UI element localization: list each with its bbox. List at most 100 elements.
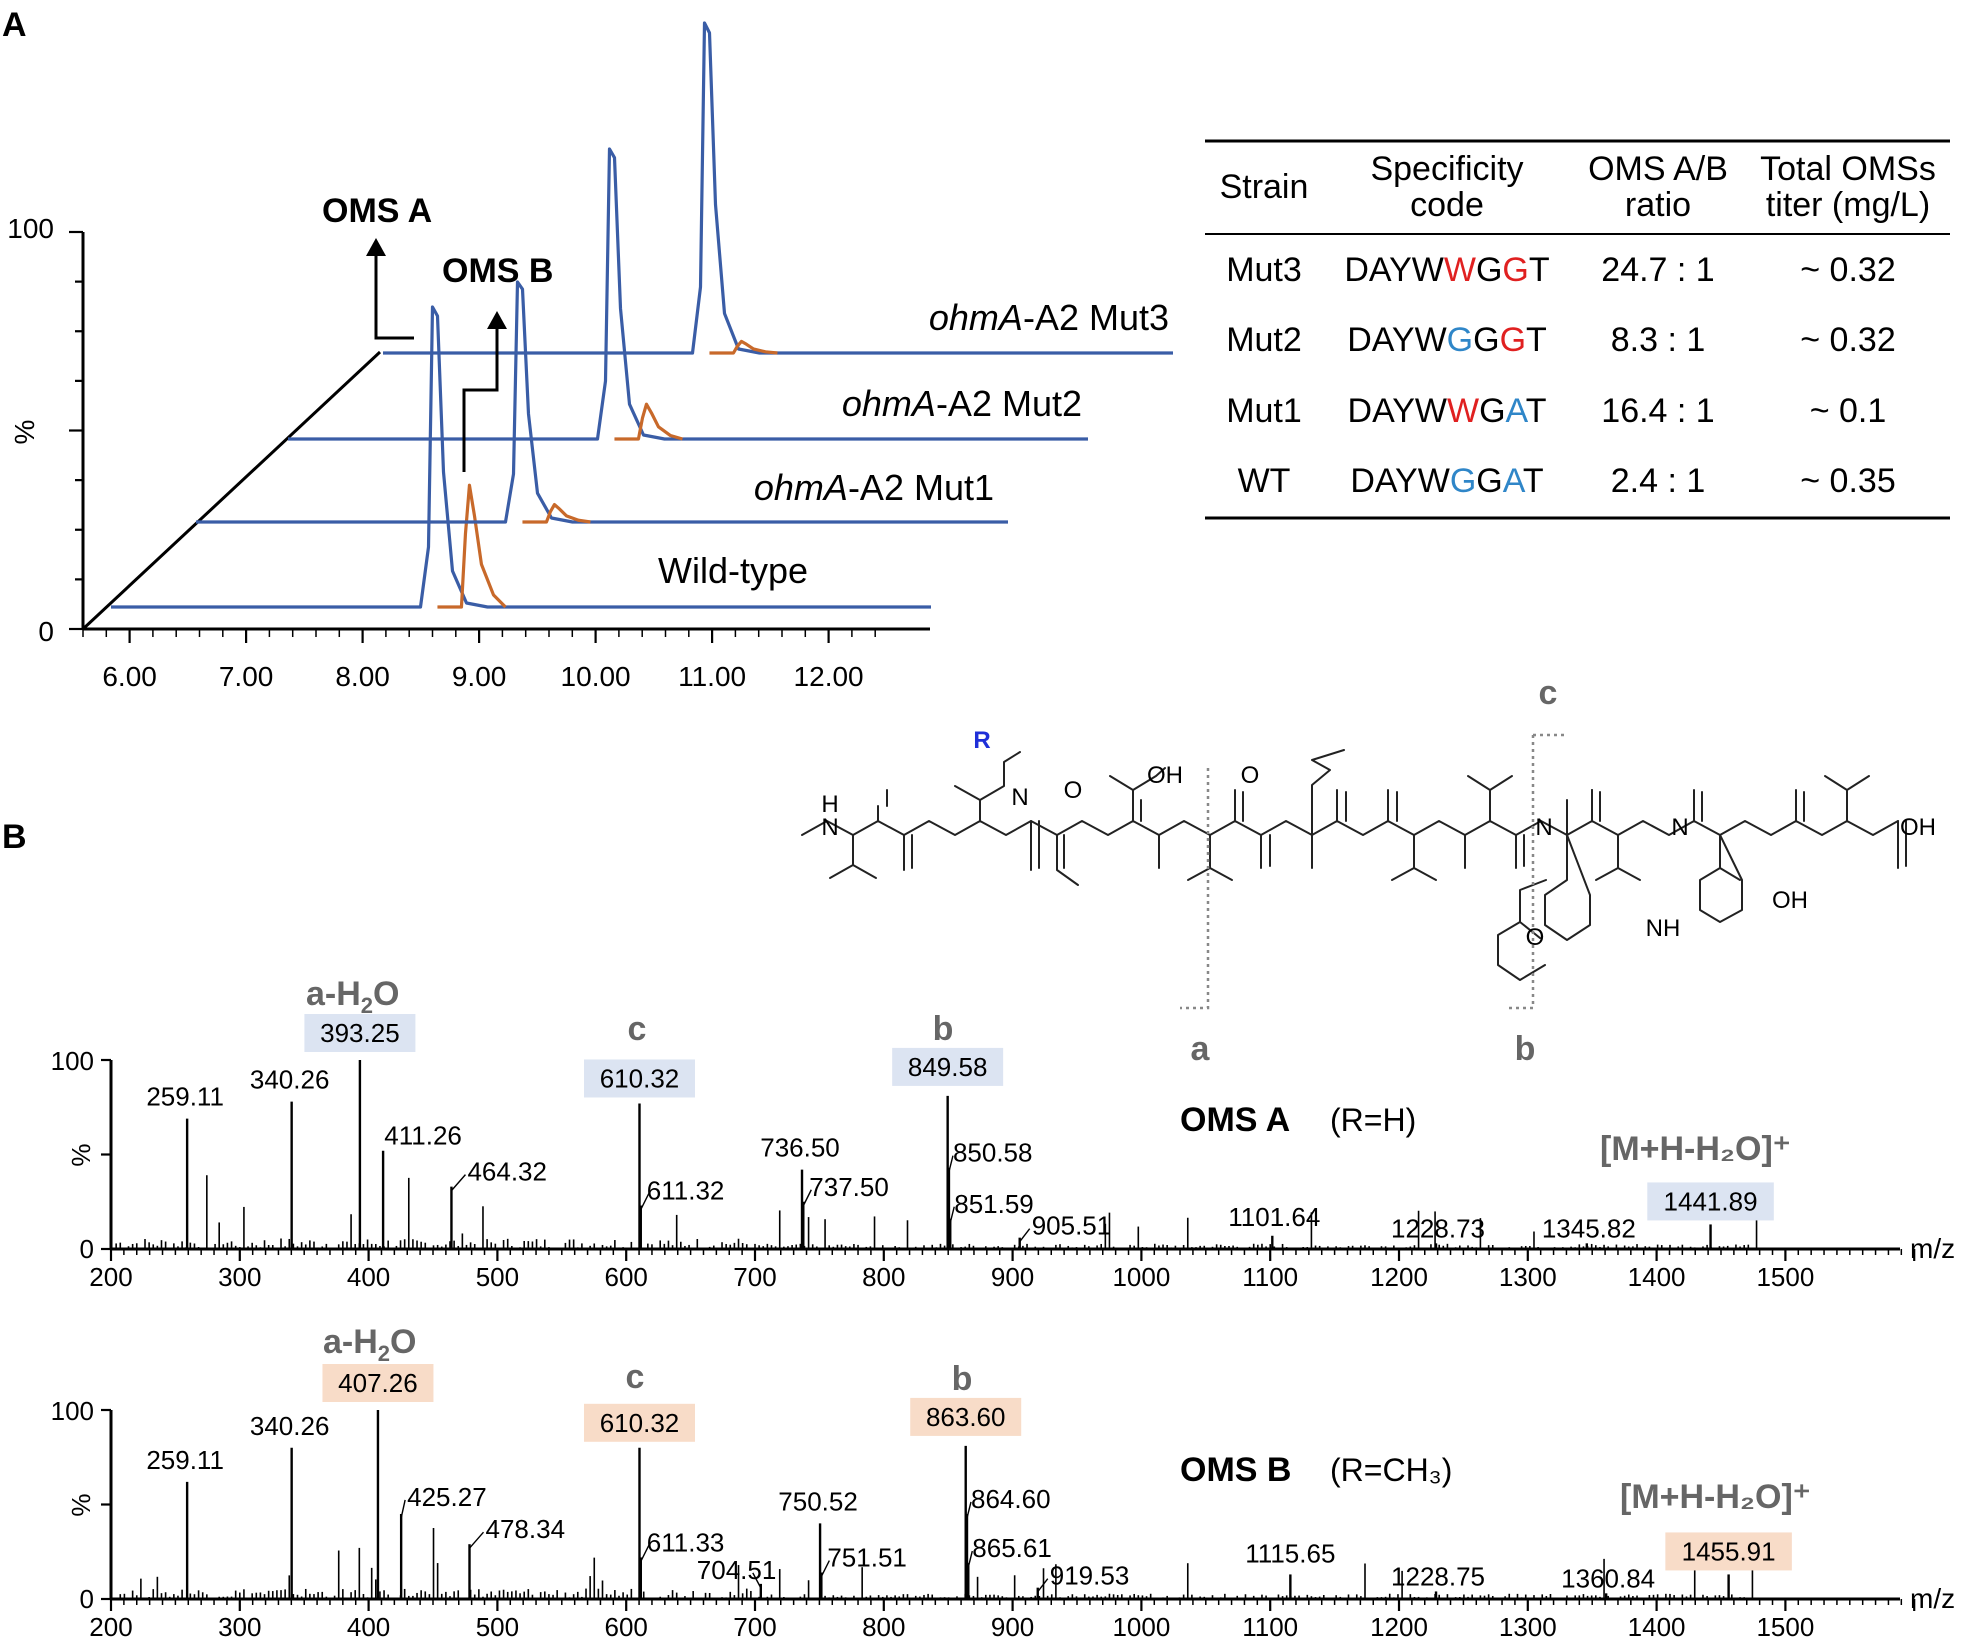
frag-line-b [1505, 735, 1535, 1010]
table-cell-code: DAYWWGAT [1348, 392, 1547, 430]
ms-highlight-box [583, 1059, 695, 1098]
table-cell-ratio: 16.4 : 1 [1601, 392, 1714, 430]
spec-a-name: OMS A [1180, 1101, 1290, 1139]
ms-x-tick-label: 700 [733, 1262, 776, 1292]
ms-x-tick-label: 300 [218, 1612, 261, 1641]
table-cell-strain: WT [1238, 462, 1291, 500]
ms-x-tick-label: 1500 [1756, 1262, 1814, 1292]
table-cell-titer: ~ 0.32 [1800, 321, 1895, 359]
ms-x-tick-label: 500 [476, 1262, 519, 1292]
atom-n-4: N [1671, 814, 1688, 841]
ms-leader-line [949, 1206, 955, 1223]
atom-n-2: N [1011, 784, 1028, 811]
specificity-table: Strain Specificity code OMS A/B ratio To… [1205, 139, 1950, 520]
table-header-titer-2: titer (mg/L) [1766, 186, 1930, 224]
ms-peak-label: 863.60 [926, 1402, 1006, 1432]
ms-peak-label: 865.61 [972, 1533, 1052, 1563]
oms-a-arrow-line [374, 252, 414, 340]
ms-leader-line [752, 1572, 762, 1589]
ms-x-tick-label: 800 [862, 1262, 905, 1292]
ms-leader-line [802, 1189, 812, 1207]
ms-x-tick-label: 800 [862, 1612, 905, 1641]
atom-h: H [821, 791, 838, 818]
spec-a-frag-a-label: a-H2O [306, 975, 400, 1018]
frag-label-b: b [1515, 1030, 1536, 1068]
ms-peak-label: 737.50 [809, 1172, 889, 1202]
spec-a-y-tick-100: 100 [51, 1046, 94, 1076]
ms-peak-label: 610.32 [600, 1063, 680, 1093]
ms-leader-line [450, 1174, 466, 1192]
ms-leader-line [640, 1545, 650, 1562]
ms-peak-label: 1360.84 [1561, 1563, 1655, 1593]
code-letter: G [1447, 321, 1473, 359]
ms-leader-line [640, 1193, 650, 1210]
chrom-x-tick-label: 6.00 [102, 661, 157, 692]
ms-x-tick-label: 1200 [1370, 1262, 1428, 1292]
code-letter: G [1476, 462, 1502, 500]
ms-peak-label: 1455.91 [1682, 1536, 1776, 1566]
ms-peak-label: 478.34 [486, 1514, 566, 1544]
spec-b-y-tick-100: 100 [51, 1396, 94, 1426]
ms-x-tick-label: 1500 [1756, 1612, 1814, 1641]
chrom-y-tick-0: 0 [38, 616, 54, 647]
ms-leader-line [1037, 1578, 1049, 1593]
ms-leader-line [1019, 1228, 1031, 1243]
peak-label-oms-a: OMS A [322, 192, 432, 230]
spec-a-frag-b-label: b [933, 1010, 954, 1048]
chrom-trace-b-peak-1 [437, 483, 507, 609]
spec-b-frag-b-label: b [952, 1360, 973, 1398]
ms-peak-label: 750.52 [778, 1486, 858, 1516]
ms-x-tick-label: 1000 [1112, 1612, 1170, 1641]
chrom-x-tick-label: 12.00 [794, 661, 864, 692]
code-letter: DAYW [1347, 321, 1446, 359]
ms-peak-label: 610.32 [600, 1408, 680, 1438]
table-cell-titer: ~ 0.35 [1800, 462, 1895, 500]
spec-b-y-label: % [66, 1493, 96, 1516]
spec-b-frag-a-label: a-H2O [323, 1323, 417, 1366]
table-cell-code: DAYWGGGT [1347, 321, 1547, 359]
ms-x-tick-label: 900 [991, 1262, 1034, 1292]
ms-leader-line [400, 1499, 406, 1519]
ms-leader-line [820, 1560, 830, 1577]
ms-x-tick-label: 400 [347, 1612, 390, 1641]
ms-x-tick-label: 1400 [1628, 1612, 1686, 1641]
ms-peak-label: 611.32 [647, 1176, 725, 1206]
ms-peak-label: 850.58 [953, 1138, 1033, 1168]
chrom-x-tick-label: 9.00 [452, 661, 507, 692]
chrom-x-tick-label: 8.00 [335, 661, 390, 692]
ms-peak-label: 1228.73 [1391, 1213, 1485, 1243]
atom-n-3: N [1535, 814, 1552, 841]
ms-peak-label: 407.26 [338, 1368, 418, 1398]
ms-peak-label: 425.27 [407, 1482, 487, 1512]
ms-peak-label: 464.32 [467, 1157, 547, 1187]
ms-x-tick-label: 1100 [1242, 1262, 1298, 1292]
ms-peak-label: 611.33 [647, 1527, 725, 1557]
code-letter: W [1447, 392, 1479, 430]
ms-peak-label: 340.26 [250, 1065, 330, 1095]
ms-x-tick-label: 1400 [1628, 1262, 1686, 1292]
ms-peak-label: 751.51 [827, 1543, 907, 1573]
ms-x-tick-label: 400 [347, 1262, 390, 1292]
ms-peak-label: 259.11 [146, 1445, 224, 1475]
code-letter: T [1526, 321, 1547, 359]
ms-x-tick-label: 1300 [1499, 1612, 1557, 1641]
trace-label-mut1: ohmA-A2 Mut1 [754, 467, 994, 508]
frag-label-c: c [1539, 674, 1558, 712]
atom-o: O [1064, 777, 1083, 804]
ms-x-tick-label: 1100 [1242, 1612, 1298, 1641]
atom-oh: OH [1147, 762, 1183, 789]
spec-a-r-text: (R=H) [1330, 1102, 1416, 1138]
table-header-strain: Strain [1220, 168, 1309, 206]
ms-x-tick-label: 1300 [1499, 1262, 1557, 1292]
spec-b-name: OMS B [1180, 1451, 1291, 1489]
ms-peak-label: 851.59 [954, 1189, 1034, 1219]
ms-peak-label: 259.11 [146, 1082, 224, 1112]
code-letter: T [1526, 392, 1547, 430]
trace-label-mut2: ohmA-A2 Mut2 [842, 383, 1082, 424]
table-cell-strain: Mut2 [1226, 321, 1302, 359]
spec-b-x-label: m/z [1910, 1583, 1955, 1614]
table-header-code-2: code [1410, 186, 1484, 224]
